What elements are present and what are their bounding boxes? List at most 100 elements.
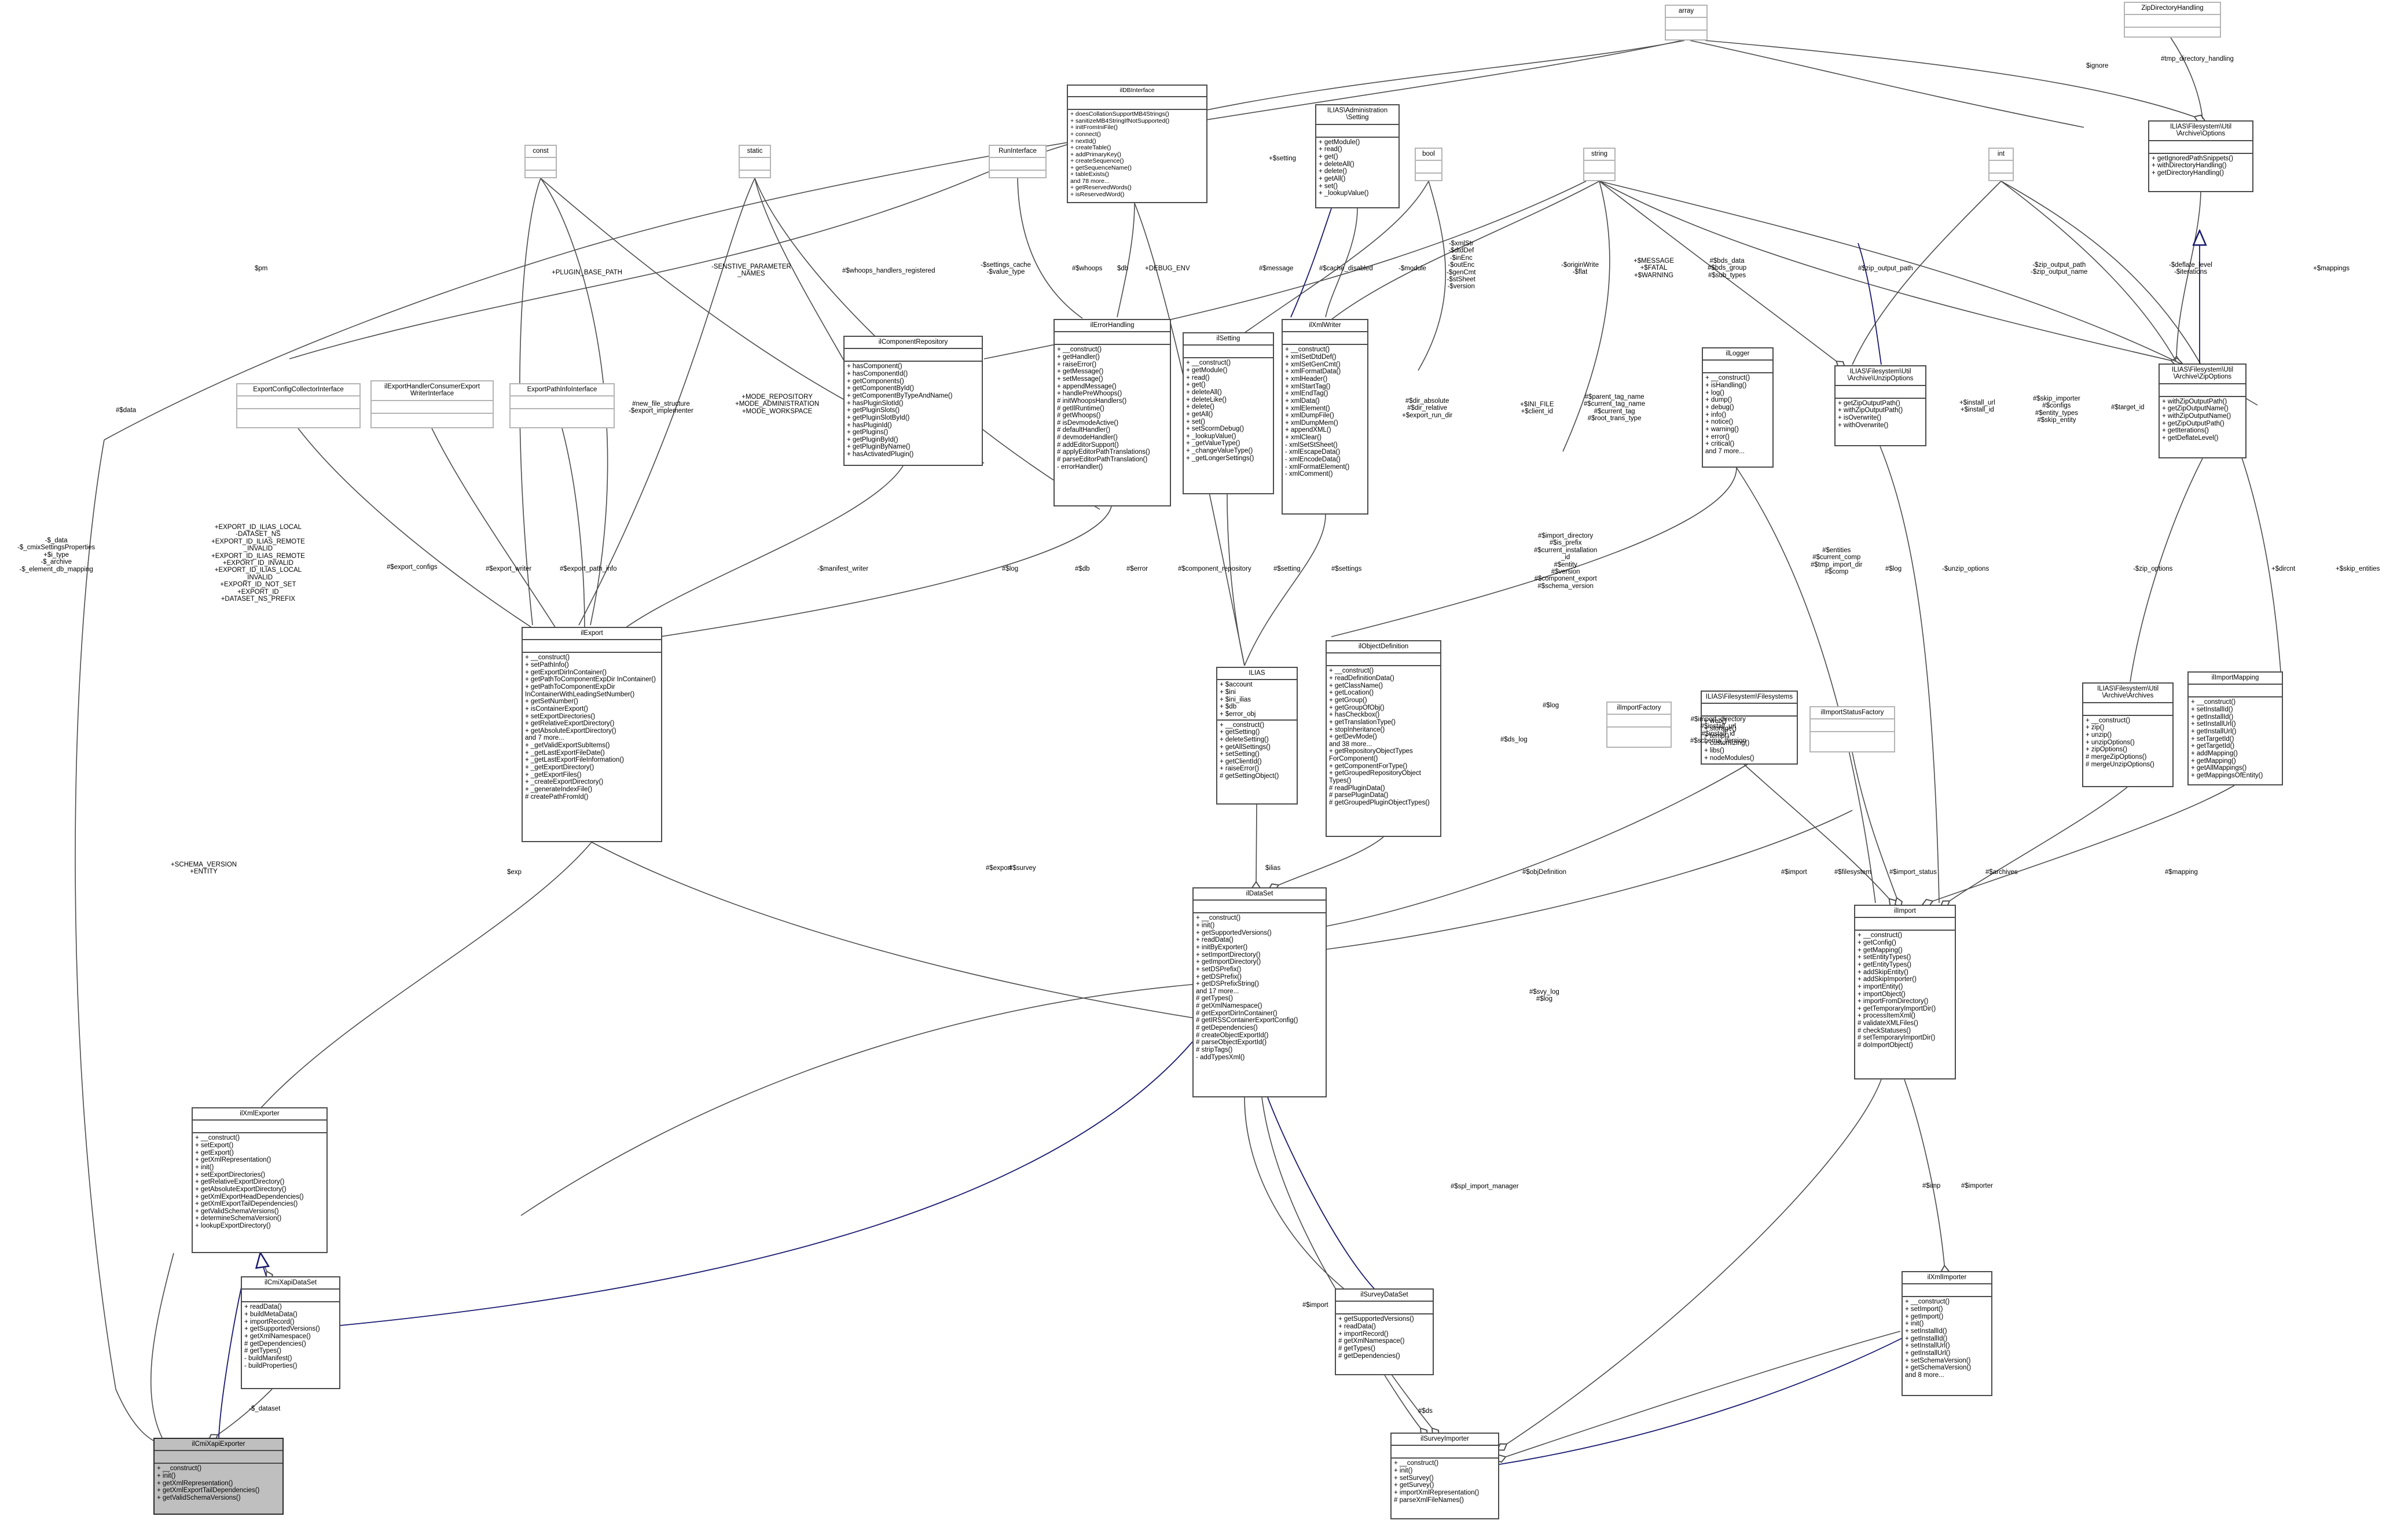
class-node-ilexport[interactable]: ilExport+ __construct()+ setPathInfo()+ … [522, 627, 662, 842]
method-row: + hasPluginSlotId() [847, 399, 904, 407]
method-row: - addTypesXml() [1196, 1053, 1245, 1061]
method-row: + getSequenceName() [1070, 164, 1132, 171]
method-row: - xmlEncodeData() [1285, 456, 1341, 464]
class-node-title: ilExportHandlerConsumerExport WriterInte… [372, 381, 493, 401]
edge-label-lbl-tpl-import-manager: #$spl_import_manager [1451, 1183, 1519, 1190]
method-row: + getAbsoluteExportDirectory() [525, 727, 616, 735]
class-node-exportpathinfointerface[interactable]: ExportPathInfoInterface [509, 383, 615, 428]
class-node-ilxmlexporter[interactable]: ilXmlExporter+ __construct()+ setExport(… [192, 1107, 328, 1253]
class-node-title: ilXmlWriter [1283, 320, 1367, 333]
class-node-methods: + __construct()+ setImport()+ getImport(… [1903, 1297, 1991, 1380]
class-node-ilsurveydataset[interactable]: ilSurveyDataSet+ getSupportedVersions()+… [1335, 1288, 1434, 1375]
class-node-methods: + __construct()+ setPathInfo()+ getExpor… [523, 653, 661, 802]
method-row: # parsePluginData() [1329, 792, 1389, 799]
class-node-methods [740, 171, 770, 174]
class-node-runinterface[interactable]: RunInterface [989, 145, 1047, 178]
edge-label-lbl-ilias-ref: $ilias [1265, 865, 1281, 872]
method-row: + withZipOutputPath() [1838, 407, 1903, 414]
class-node-methods [2125, 28, 2220, 31]
class-node-ilimport[interactable]: ilImport+ __construct()+ getConfig()+ ge… [1854, 905, 1956, 1079]
class-node-attributes [990, 158, 1045, 171]
class-node-ildataset[interactable]: ilDataSet+ __construct()+ init()+ getSup… [1192, 887, 1327, 1097]
class-node-title: ilDBInterface [1068, 86, 1206, 98]
class-node-ilias-filesystem-util-archive-archives[interactable]: ILIAS\Filesystem\Util \Archive\Archives+… [2082, 682, 2174, 787]
class-node-ilexporthandlerconsumerexportwriterinterface[interactable]: ilExportHandlerConsumerExport WriterInte… [370, 380, 494, 428]
class-node-array[interactable]: array [1665, 5, 1708, 41]
class-node-const[interactable]: const [524, 145, 557, 178]
class-node-ilias-filesystem-util-archive-unzipoptions-2[interactable]: ILIAS\Filesystem\Util \Archive\UnzipOpti… [1834, 365, 1926, 446]
method-row: + getMappingsOfEntity() [2191, 772, 2263, 779]
method-row: + addSkipImporter() [1858, 976, 1917, 983]
method-row: + getComponentById() [847, 385, 915, 392]
edge-label-lbl-parent-tag: #$parent_tag_name #$current_tag_name #$c… [1584, 394, 1646, 423]
method-row: + getValidSchemaVersions() [157, 1494, 241, 1501]
method-row: + getMessage() [1057, 368, 1104, 376]
class-node-title: ilErrorHandling [1055, 320, 1170, 333]
class-node-ildbinterface[interactable]: ilDBInterface+ doesCollationSupportMB4St… [1067, 85, 1207, 203]
method-row: # getIRSSContainerExportConfig() [1196, 1017, 1298, 1024]
class-node-ilxmlimporter[interactable]: ilXmlImporter+ __construct()+ setImport(… [1902, 1271, 1992, 1396]
class-node-exportconfigcollectorinterface[interactable]: ExportConfigCollectorInterface [236, 383, 361, 428]
method-row: + getModule() [1319, 138, 1360, 146]
class-node-attributes [1068, 97, 1206, 111]
class-node-attributes [526, 158, 556, 171]
class-node-ilias-filesystem-filesystems[interactable]: ILIAS\Filesystem\Filesystems+ web()+ sto… [1701, 691, 1798, 765]
class-node-ilxmlwriter[interactable]: ilXmlWriter+ __construct()+ xmlSetDtdDef… [1282, 319, 1368, 515]
method-row: # devmodeHandler() [1057, 434, 1118, 442]
method-row: + xmlData() [1285, 397, 1320, 405]
class-node-ilsurveyimporter[interactable]: ilSurveyImporter+ __construct()+ init()+… [1390, 1433, 1499, 1519]
class-node-ilcomponentrepository[interactable]: ilComponentRepository+ hasComponent()+ h… [843, 336, 983, 466]
class-node-attributes [1836, 386, 1925, 399]
class-node-ilsetting[interactable]: ilSetting+ __construct()+ getModule()+ r… [1183, 332, 1274, 494]
class-node-methods: + web()+ storage()+ temp()+ customizing(… [1702, 717, 1797, 763]
method-row: - xmlSetStSheet() [1285, 441, 1338, 449]
class-node-ilobjectdefinition[interactable]: ilObjectDefinition+ __construct()+ readD… [1326, 640, 1441, 837]
class-node-title: bool [1416, 149, 1441, 161]
class-node-methods: + readData()+ buildMetaData()+ importRec… [242, 1302, 339, 1371]
method-row: + getTemporaryImportDir() [1858, 1005, 1936, 1012]
method-row: # setTemporaryImportDir() [1858, 1034, 1936, 1042]
class-node-zipdirectoryhandling[interactable]: ZipDirectoryHandling [2124, 2, 2221, 38]
class-node-ilcmixapidataset[interactable]: ilCmiXapiDataSet+ readData()+ buildMetaD… [241, 1276, 340, 1389]
method-row: + __construct() [195, 1134, 240, 1142]
class-node-ilias-filesystem-util-archive-zipoptions[interactable]: ILIAS\Filesystem\Util \Archive\ZipOption… [2159, 363, 2247, 458]
class-node-title: RunInterface [990, 146, 1045, 159]
edge-label-lbl-objdefinition: #$objDefinition [1522, 869, 1567, 876]
method-row: + getGroup() [1329, 696, 1367, 704]
class-node-methods: + __construct()+ getConfig()+ getMapping… [1855, 931, 1955, 1051]
edge-label-lbl-export-configs: #$export_configs [387, 564, 438, 571]
class-node-ilimportfactory[interactable]: ilImportFactory [1606, 702, 1672, 748]
class-node-ilerrorhandling[interactable]: ilErrorHandling+ __construct()+ getHandl… [1054, 319, 1171, 506]
class-node-ilcmixapiexporter[interactable]: ilCmiXapiExporter+ __construct()+ init()… [153, 1438, 284, 1515]
method-row: + setPathInfo() [525, 662, 569, 669]
attribute-row: + $account [1220, 681, 1253, 689]
class-node-int[interactable]: int [1988, 148, 2014, 181]
class-node-ilias[interactable]: ILIAS+ $account+ $ini+ $ini_ilias+ $db+ … [1216, 667, 1298, 805]
class-node-ilimportmapping[interactable]: ilImportMapping+ __construct()+ setInsta… [2187, 671, 2283, 785]
class-node-ilimportstatusfactory[interactable]: ilImportStatusFactory [1809, 706, 1895, 752]
class-node-string[interactable]: string [1583, 148, 1616, 181]
method-row: + nextId() [1070, 137, 1096, 145]
class-node-title: ilImportMapping [2189, 673, 2282, 685]
class-node-attributes [1184, 346, 1273, 359]
class-node-ilias-administration-setting[interactable]: ILIAS\Administration \Setting+ getModule… [1315, 104, 1400, 208]
class-node-attributes [193, 1121, 326, 1134]
method-row: + getIgnoredPathSnippets() [2152, 155, 2233, 162]
method-row: + log() [1705, 389, 1724, 396]
class-node-ilias-filesystem-util-archive-options[interactable]: ILIAS\Filesystem\Util \Archive\Options+ … [2148, 120, 2253, 192]
class-node-title: ZipDirectoryHandling [2125, 3, 2220, 16]
method-row: + withZipOutputPath() [2162, 398, 2227, 405]
class-node-illogger[interactable]: ilLogger+ __construct()+ isHandling()+ l… [1702, 347, 1774, 468]
class-node-static[interactable]: static [739, 145, 771, 178]
method-row: + getRelativeExportDirectory() [195, 1178, 285, 1186]
class-node-attributes [845, 349, 982, 362]
method-row: + getComponentForType() [1329, 762, 1408, 770]
method-row: + setImport() [1905, 1306, 1943, 1313]
method-row: + getZipOutputPath() [2162, 420, 2225, 427]
method-row: + deleteLike() [1186, 396, 1227, 403]
class-node-attributes [1903, 1284, 1991, 1298]
method-row: + getExportDirInContainer() [525, 669, 607, 676]
method-row: + getClientId() [1220, 758, 1262, 765]
edge-label-lbl-new-file-structure: #new_file_structure -$export_implementer [629, 401, 693, 415]
class-node-bool[interactable]: bool [1415, 148, 1442, 181]
